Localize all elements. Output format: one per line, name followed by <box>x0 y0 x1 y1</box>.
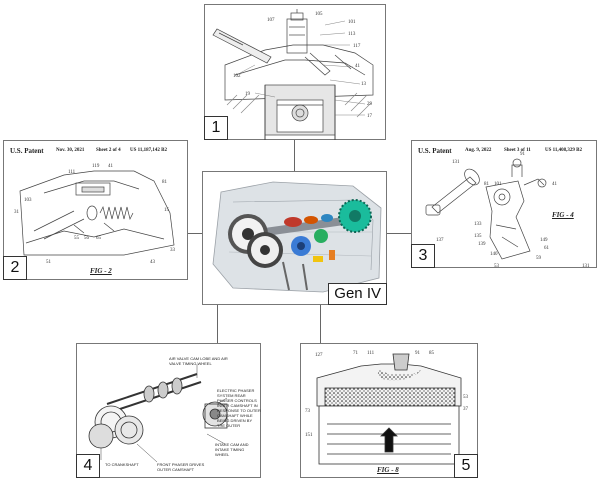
svg-text:29: 29 <box>367 102 373 107</box>
svg-text:111: 111 <box>68 170 76 175</box>
svg-text:105: 105 <box>315 12 323 17</box>
svg-text:65: 65 <box>96 236 102 241</box>
panel-number-4: 4 <box>76 454 100 478</box>
svg-text:139: 139 <box>478 242 486 247</box>
svg-text:137: 137 <box>436 238 444 243</box>
figure-label: FIG - 8 <box>377 466 399 474</box>
svg-text:91: 91 <box>415 351 421 356</box>
svg-text:37: 37 <box>463 407 469 412</box>
callout-crankshaft: TO CRANKSHAFT <box>105 462 145 467</box>
panel-1-injector-section: 101 113 117 41 13 29 17 102 19 105 107 1 <box>204 4 386 140</box>
svg-text:17: 17 <box>367 114 373 119</box>
svg-text:101: 101 <box>494 182 502 187</box>
panel-number-2: 2 <box>3 256 27 280</box>
svg-text:31: 31 <box>14 210 20 215</box>
svg-text:55: 55 <box>74 236 80 241</box>
panel-number-3: 3 <box>411 244 435 268</box>
connector-left <box>188 233 202 234</box>
connector-bottom-left <box>217 305 218 343</box>
fig8-drawing: 127 71 111 91 85 53 37 73 151 <box>301 344 479 479</box>
connector-top <box>294 140 295 171</box>
svg-text:15: 15 <box>164 208 170 213</box>
callout-intake-cam: INTAKE CAM AND INTAKE TIMING WHEEL <box>215 442 259 457</box>
svg-text:140: 140 <box>490 252 498 257</box>
connector-bottom-right <box>320 305 321 343</box>
svg-text:53: 53 <box>494 264 500 269</box>
svg-text:81: 81 <box>162 180 168 185</box>
svg-text:53: 53 <box>463 395 469 400</box>
svg-text:85: 85 <box>429 351 435 356</box>
svg-text:113: 113 <box>348 32 356 37</box>
connector-right <box>387 233 411 234</box>
svg-text:133: 133 <box>474 222 482 227</box>
svg-text:41: 41 <box>552 182 558 187</box>
panel-4-camshaft-annotated: AIR VALVE CAM LOBE AND AIR VALVE TIMING … <box>76 343 261 478</box>
figure-label: FIG - 4 <box>552 211 574 219</box>
svg-text:91: 91 <box>520 152 526 157</box>
svg-text:117: 117 <box>353 44 361 49</box>
svg-text:81: 81 <box>484 182 490 187</box>
svg-text:41: 41 <box>355 64 361 69</box>
svg-text:131: 131 <box>452 160 460 165</box>
svg-text:71: 71 <box>353 351 359 356</box>
panel-5-patent-fig8: 127 71 111 91 85 53 37 73 151 FIG - 8 5 <box>300 343 478 478</box>
svg-text:41: 41 <box>108 164 114 169</box>
svg-text:73: 73 <box>305 409 311 414</box>
svg-text:33: 33 <box>170 248 176 253</box>
svg-text:56: 56 <box>84 236 90 241</box>
svg-text:131: 131 <box>582 264 590 269</box>
svg-text:13: 13 <box>361 82 367 87</box>
center-label: Gen IV <box>328 283 387 305</box>
svg-text:135: 135 <box>474 234 482 239</box>
panel-number-1: 1 <box>204 116 228 140</box>
svg-text:149: 149 <box>540 238 548 243</box>
svg-text:43: 43 <box>150 260 156 265</box>
callout-electric-phaser: ELECTRIC PHASER SYSTEM REAR PHASER CONTR… <box>217 388 261 428</box>
svg-text:51: 51 <box>46 260 52 265</box>
svg-text:59: 59 <box>536 256 542 261</box>
panel-number-5: 5 <box>454 454 478 478</box>
svg-text:127: 127 <box>315 353 323 358</box>
svg-text:119: 119 <box>92 164 100 169</box>
svg-text:61: 61 <box>544 246 550 251</box>
figure-label: FIG - 2 <box>90 267 112 275</box>
svg-text:19: 19 <box>245 92 251 97</box>
panel-3-patent-fig4: U.S. Patent Aug. 9, 2022 Sheet 3 of 11 U… <box>411 140 597 268</box>
fig2-drawing: 111 119 41 81 103 31 15 55 56 65 51 33 43 <box>4 141 189 281</box>
center-assembly-panel: Gen IV <box>202 171 387 305</box>
panel-2-patent-fig2: U.S. Patent Nov. 30, 2021 Sheet 2 of 4 U… <box>3 140 188 280</box>
callout-front-phaser: FRONT PHASER DRIVES OUTER CAMSHAFT <box>157 462 213 472</box>
svg-text:103: 103 <box>24 198 32 203</box>
svg-text:111: 111 <box>367 351 375 356</box>
callout-air-valve: AIR VALVE CAM LOBE AND AIR VALVE TIMING … <box>169 356 239 366</box>
svg-text:107: 107 <box>267 18 275 23</box>
svg-text:101: 101 <box>348 20 356 25</box>
svg-text:151: 151 <box>305 433 313 438</box>
injector-section-drawing: 101 113 117 41 13 29 17 102 19 105 107 <box>205 5 387 141</box>
svg-text:102: 102 <box>233 74 241 79</box>
fig4-drawing: 131 91 41 81 101 133 135 139 140 53 149 61 59 137… <box>412 141 598 269</box>
